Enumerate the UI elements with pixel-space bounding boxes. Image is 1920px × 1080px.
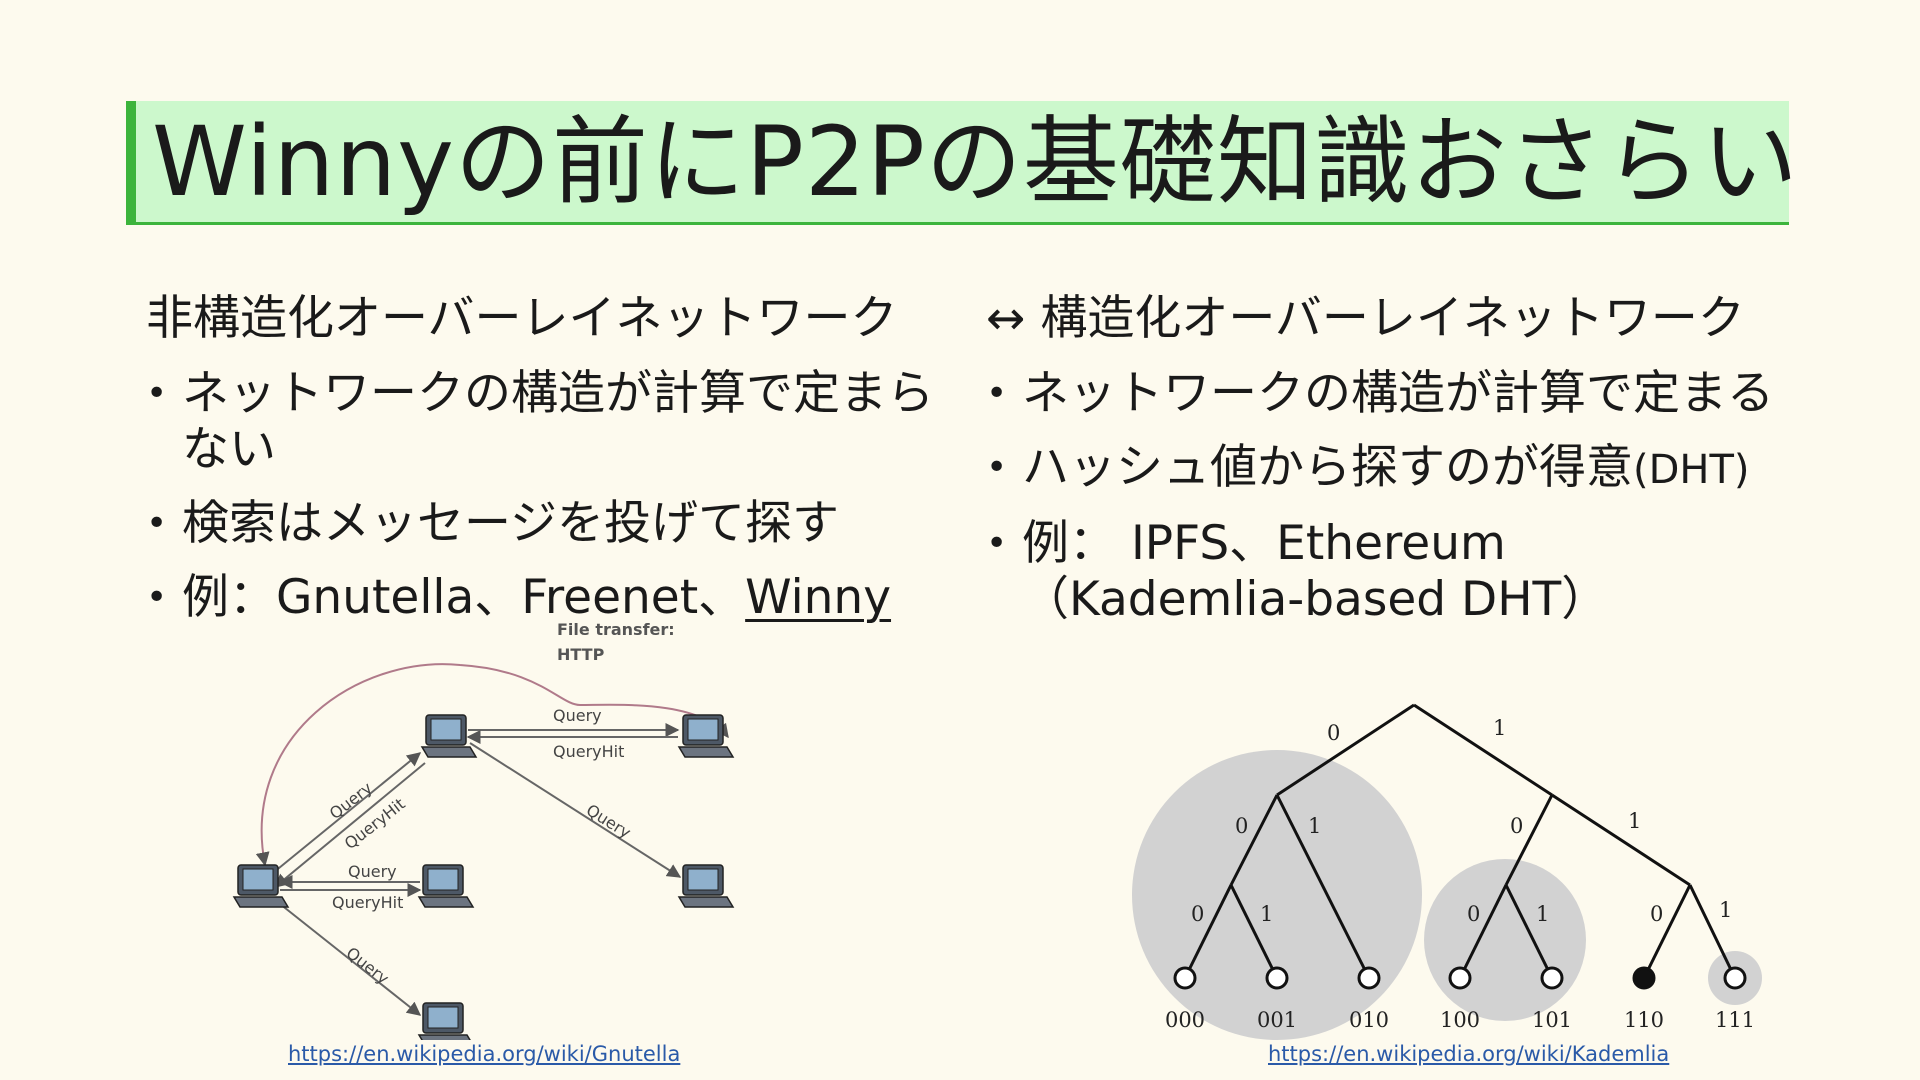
leaf-label-101: 101 — [1532, 1008, 1572, 1032]
left-bullet-search: 検索はメッセージを投げて探す — [146, 496, 936, 552]
leaf-node-110 — [1632, 966, 1656, 990]
right-hash-text: ハッシュ値から探すのが得意 — [1022, 440, 1633, 495]
edge-label-ll-1: 1 — [1260, 902, 1273, 926]
left-heading: 非構造化オーバーレイネットワーク — [146, 291, 898, 346]
peer-computer-right — [678, 864, 734, 908]
query-label-right: Query — [583, 800, 634, 842]
leaf-node-001 — [1265, 966, 1289, 990]
query-label-mid: Query — [348, 862, 397, 881]
gnutella-credit-link[interactable]: https://en.wikipedia.org/wiki/Gnutella — [288, 1042, 681, 1066]
peer-computer-bottom — [418, 1002, 474, 1040]
right-example-line1: 例： IPFS、Ethereum — [1022, 516, 1506, 571]
leaf-node-000 — [1173, 966, 1197, 990]
gnutella-network-diagram: File transfer: HTTP Query QueryHit Query… — [233, 620, 734, 1040]
query-label-top: Query — [553, 706, 602, 725]
kademlia-credit-link[interactable]: https://en.wikipedia.org/wiki/Kademlia — [1268, 1042, 1670, 1066]
winny-link[interactable]: Winny — [745, 570, 892, 625]
queryhit-label-top: QueryHit — [553, 742, 624, 761]
edge-label-rr-0: 0 — [1650, 902, 1663, 926]
leaf-label-100: 100 — [1440, 1008, 1480, 1032]
right-hash-dht: (DHT) — [1633, 447, 1750, 493]
right-column: ↔ 構造化オーバーレイネットワーク ネットワークの構造が計算で定まる ハッシュ値… — [986, 288, 1846, 646]
peer-computer-mid — [418, 864, 474, 908]
leaf-label-001: 001 — [1257, 1008, 1297, 1032]
subtree-circle-10 — [1424, 859, 1586, 1021]
title-bar: Winnyの前にP2Pの基礎知識おさらい — [126, 101, 1798, 225]
file-transfer-arc — [255, 663, 729, 867]
query-label-bottom: Query — [343, 943, 393, 988]
edge-label-root-1: 1 — [1493, 716, 1506, 740]
queryhit-label-mid: QueryHit — [332, 893, 403, 912]
edge-label-ll-0: 0 — [1191, 902, 1204, 926]
left-example-text: 例：Gnutella、Freenet、 — [182, 570, 746, 625]
peer-computer-top-right — [678, 714, 734, 758]
leaf-node-010 — [1357, 966, 1381, 990]
leaf-node-100 — [1448, 966, 1472, 990]
slide-title: Winnyの前にP2Pの基礎知識おさらい — [152, 105, 1799, 218]
left-column: 非構造化オーバーレイネットワーク ネットワークの構造が計算で定まらない 検索はメ… — [146, 288, 936, 644]
leaf-label-111: 111 — [1715, 1008, 1755, 1032]
left-bullet-structure: ネットワークの構造が計算で定まらない — [146, 366, 936, 478]
left-bullet-list: ネットワークの構造が計算で定まらない 検索はメッセージを投げて探す 例：Gnut… — [146, 366, 936, 626]
edge-label-rl-1: 1 — [1536, 902, 1549, 926]
peer-computer-top — [421, 714, 477, 758]
edge-label-root-0: 0 — [1327, 721, 1340, 745]
left-bullet-example: 例：Gnutella、Freenet、Winny — [146, 570, 936, 626]
edge-label-r-1: 1 — [1628, 809, 1641, 833]
leaf-label-110: 110 — [1624, 1008, 1664, 1032]
edge-label-r-0: 0 — [1510, 814, 1523, 838]
file-transfer-protocol-label: HTTP — [557, 645, 605, 664]
leaf-label-000: 000 — [1165, 1008, 1205, 1032]
kademlia-tree-diagram: 0 1 0 1 0 1 0 1 0 1 0 1 000 001 010 100 … — [1132, 703, 1762, 1040]
edge-label-rl-0: 0 — [1467, 902, 1480, 926]
file-transfer-label: File transfer: — [557, 620, 675, 639]
right-bullet-list: ネットワークの構造が計算で定まる ハッシュ値から探すのが得意(DHT) 例： I… — [986, 366, 1846, 628]
edge-label-rr-1: 1 — [1719, 898, 1732, 922]
leaf-node-101 — [1540, 966, 1564, 990]
leaf-node-111 — [1723, 966, 1747, 990]
leaf-label-010: 010 — [1349, 1008, 1389, 1032]
subtree-circle-0 — [1132, 750, 1422, 1040]
right-bullet-example: 例： IPFS、Ethereum（Kademlia-based DHT） — [986, 516, 1846, 628]
edge-label-l-1: 1 — [1308, 814, 1321, 838]
right-bullet-structure: ネットワークの構造が計算で定まる — [986, 366, 1846, 422]
right-heading: ↔ 構造化オーバーレイネットワーク — [986, 291, 1745, 346]
edge-label-l-0: 0 — [1235, 814, 1248, 838]
right-bullet-hash: ハッシュ値から探すのが得意(DHT) — [986, 440, 1846, 498]
peer-computer-left — [233, 864, 289, 908]
right-example-line2: （Kademlia-based DHT） — [1022, 572, 1609, 627]
